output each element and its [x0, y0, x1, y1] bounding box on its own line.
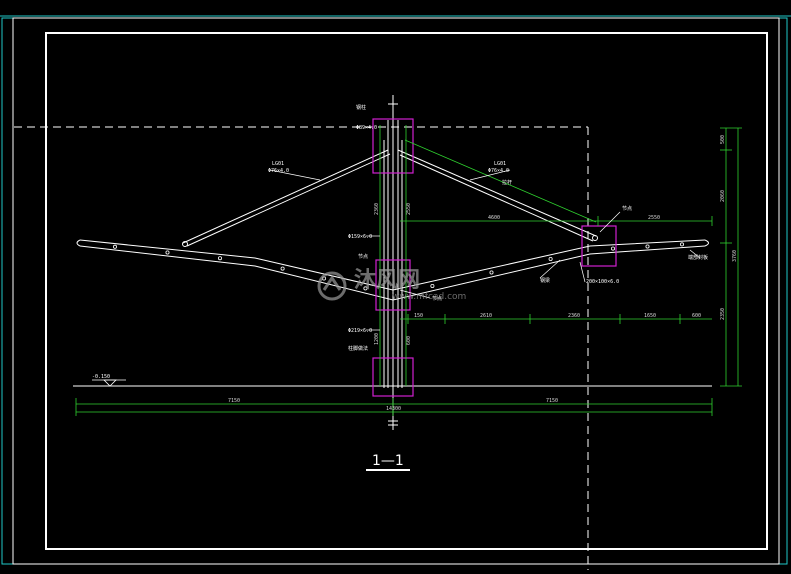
- dim-right-v4: 2350: [720, 308, 726, 320]
- steel-column: [383, 120, 403, 388]
- label-center-node: 节点: [432, 296, 442, 302]
- dim-bottom-right: 7150: [546, 398, 558, 404]
- bolt-hole: [363, 286, 368, 291]
- node-box-top: [372, 118, 414, 174]
- bolt-hole: [680, 242, 685, 247]
- center-axis: [388, 95, 398, 430]
- stay-rods: [182, 149, 598, 247]
- level-mark: [92, 379, 126, 387]
- dim-mid-2: 2610: [480, 313, 492, 319]
- dim-mid-3: 2360: [568, 313, 580, 319]
- label-top-mark: 钢柱: [356, 104, 366, 111]
- label-right-stay-spec: Φ76×4.0: [488, 168, 509, 174]
- bolt-hole: [430, 283, 435, 288]
- node-box-base: [372, 357, 414, 397]
- dim-vert-col-upper: 2360: [374, 203, 380, 215]
- bolt-hole: [280, 266, 285, 271]
- bolt-hole: [113, 244, 118, 249]
- label-level: -0.150: [92, 374, 110, 380]
- label-left-stay-spec: Φ76×4.0: [268, 168, 289, 174]
- node-box-center: [375, 259, 411, 311]
- watermark-brand: 沐风网: [354, 268, 420, 293]
- mfcad-logo-icon: [317, 271, 347, 301]
- label-right-node: 节点: [622, 206, 632, 212]
- sheet-frames: [0, 15, 791, 565]
- bolt-hole: [611, 246, 616, 251]
- dashed-outline: [14, 126, 589, 570]
- bolt-hole: [489, 270, 494, 275]
- label-left-stay-name: LG01: [272, 161, 284, 167]
- sheet-inner-border: [45, 32, 768, 550]
- node-box-right: [581, 225, 617, 267]
- bolt-hole: [548, 256, 553, 261]
- bolt-hole: [165, 250, 170, 255]
- dim-mid-5: 600: [692, 313, 701, 319]
- label-column-spec-2: Φ219×6.0: [348, 328, 372, 334]
- leader-lines: [269, 169, 701, 331]
- beam-bolt-holes: [113, 242, 685, 291]
- section-title-group: 1—1: [366, 453, 410, 471]
- dim-mid-4: 1650: [644, 313, 656, 319]
- dim-vert-col-lower-b: 600: [406, 336, 412, 345]
- dim-vert-col-upper-b: 2550: [406, 203, 412, 215]
- watermark: 沐风网 www.mfcad.com: [317, 268, 466, 302]
- label-right-stay-note: 拉杆: [502, 179, 512, 186]
- dim-bottom-total: 14300: [386, 406, 401, 412]
- dim-right-v2: 2060: [720, 190, 726, 202]
- dimension-lines: [75, 125, 742, 416]
- section-title: 1—1: [372, 453, 404, 469]
- label-right-stay-name: LG01: [494, 161, 506, 167]
- label-beam-tip-note: 端部封板: [688, 254, 708, 261]
- node-boxes: [372, 118, 617, 397]
- dim-top-horiz-right: 2550: [648, 215, 660, 221]
- label-base-mark: 柱脚做法: [348, 345, 368, 352]
- dim-top-horiz: 4600: [488, 215, 500, 221]
- dim-right-v3: 3760: [732, 250, 738, 262]
- dim-vert-col-lower: 1200: [374, 333, 380, 345]
- dim-bottom-left: 7150: [228, 398, 240, 404]
- label-beam-left-note: 钢梁: [540, 277, 550, 284]
- label-beam-note: 200×100×6.0: [586, 279, 619, 285]
- label-column-spec: Φ159×6.0: [348, 234, 372, 240]
- text-labels: 钢柱 Φ89×4.0 LG01 Φ76×4.0 LG01 Φ76×4.0 拉杆 …: [92, 104, 738, 412]
- label-top-pipe: Φ89×4.0: [356, 125, 377, 131]
- bolt-hole: [217, 256, 222, 261]
- dim-right-v1: 500: [720, 135, 726, 144]
- watermark-url: www.mfcad.com: [392, 292, 466, 302]
- label-mid-mark: 节点: [358, 254, 368, 260]
- bolt-hole: [645, 244, 650, 249]
- sheet-outer-border: [12, 17, 780, 565]
- cantilever-beam: [76, 239, 709, 301]
- dim-mid-1: 150: [414, 313, 423, 319]
